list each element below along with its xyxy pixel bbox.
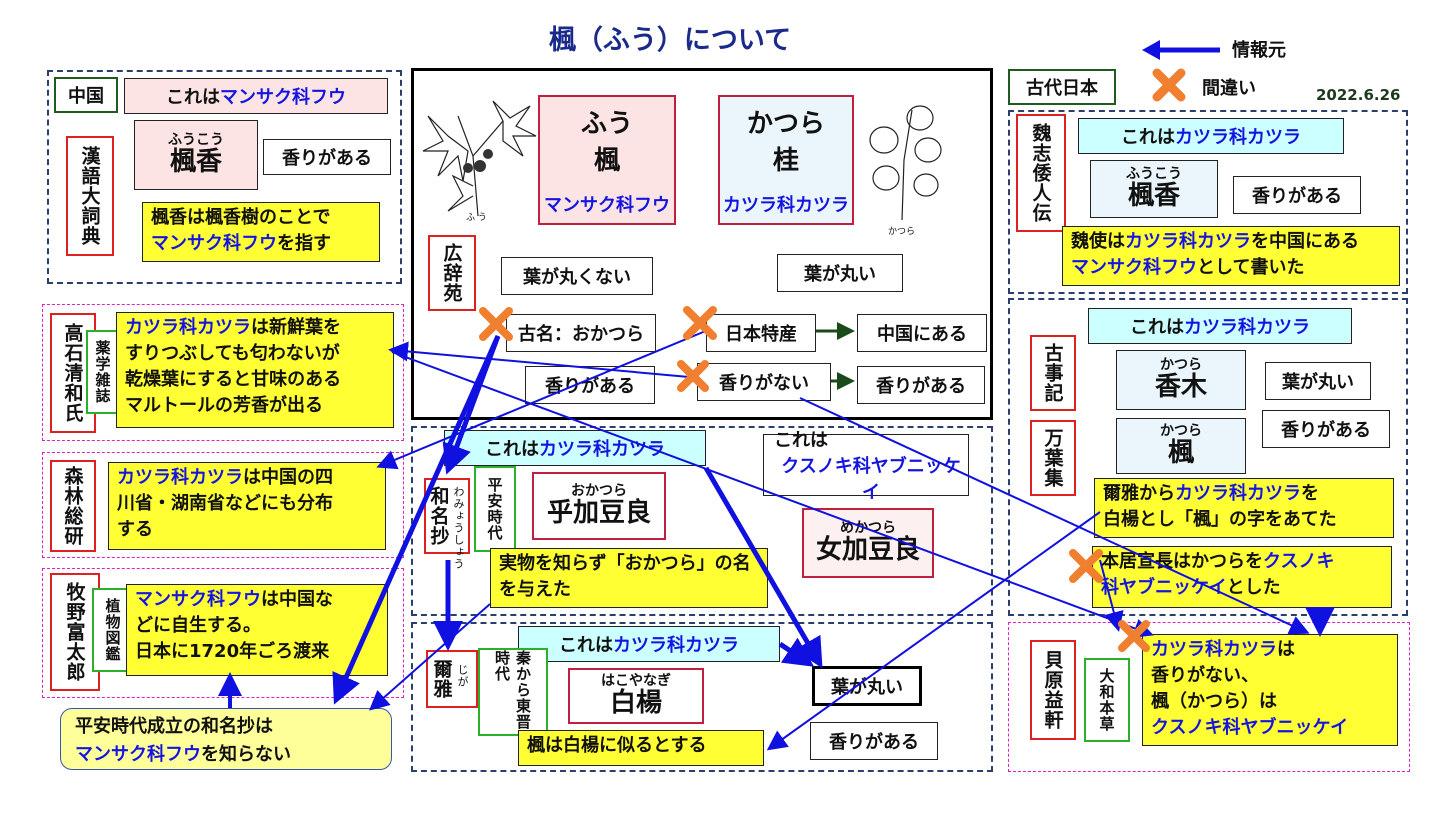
jiga-era: 秦から東晋時代 bbox=[478, 648, 548, 736]
china-tag: 中国 bbox=[54, 77, 118, 113]
wamyo-era: 平安時代 bbox=[474, 466, 516, 552]
legend-source-label: 情報元 bbox=[1232, 40, 1286, 61]
kaibara-panel bbox=[1008, 622, 1410, 772]
makino-note: マンサク科フウは中国などに自生する。日本に1720年ごろ渡来 bbox=[126, 584, 388, 676]
china-source: 漢語大詞典 bbox=[66, 136, 114, 256]
legend-arrow-icon bbox=[1142, 40, 1220, 60]
katsura-caption: かつら bbox=[888, 227, 916, 237]
katsura-plant-illustration bbox=[869, 105, 942, 221]
jiga-panel bbox=[411, 622, 993, 772]
jiga-note: 楓は白楊に似るとする bbox=[518, 730, 764, 766]
makino-person: 牧野富太郎 bbox=[50, 573, 100, 691]
katsura-family: カツラ科カツラ bbox=[723, 195, 849, 216]
legend-cross-icon bbox=[1152, 68, 1186, 102]
kojiki-kouboku: かつら香木 bbox=[1116, 350, 1246, 410]
jiga-leaf-round: 葉が丸い bbox=[812, 666, 922, 706]
kojien-old-name: 古名：おかつら bbox=[506, 314, 656, 352]
fuu-kanji: 楓 bbox=[593, 146, 620, 176]
wamyo-panel bbox=[411, 426, 993, 616]
china-term: ふうこう楓香 bbox=[134, 120, 258, 190]
kojiki-kaede: かつら楓 bbox=[1116, 418, 1246, 474]
gishi-header: これはカツラ科カツラ bbox=[1078, 118, 1344, 154]
shinrin-panel bbox=[42, 452, 404, 558]
katsura-card: かつら 桂 カツラ科カツラ bbox=[718, 95, 854, 225]
takaishi-note: カツラ科カツラは新鮮葉をすりつぶしても匂わないが乾燥葉にすると甘味のあるマルトー… bbox=[116, 312, 394, 428]
wrong-marks bbox=[479, 306, 1150, 652]
china-header: これはマンサク科フウ bbox=[124, 78, 388, 114]
gishi-term: ふうこう楓香 bbox=[1090, 160, 1218, 218]
kojiki-leaf-round: 葉が丸い bbox=[1265, 362, 1371, 400]
kojiki-source: 古事記 bbox=[1030, 335, 1076, 411]
arrow-takaishi-to-kaibara bbox=[391, 351, 1154, 638]
date-label: 2022.6.26 bbox=[1316, 86, 1401, 104]
kojien-not-fragrant: 香りがない bbox=[697, 363, 831, 401]
shinrin-note: カツラ科カツラは中国の四川省・湖南省などにも分布する bbox=[108, 462, 386, 550]
kojien-fragrant2: 香りがある bbox=[857, 366, 985, 404]
fuu-plant-illustration bbox=[422, 100, 537, 217]
arrow-notfragrant-to-kaibara bbox=[799, 397, 1310, 635]
kojien-panel bbox=[411, 68, 993, 420]
kaibara-person: 貝原益軒 bbox=[1030, 640, 1076, 740]
makino-panel bbox=[42, 568, 404, 698]
arrow-oldname-to-callout bbox=[332, 334, 501, 705]
kojiki-panel bbox=[1008, 298, 1408, 616]
kojien-in-china: 中国にある bbox=[857, 314, 987, 352]
cross-japannative-icon bbox=[683, 306, 717, 340]
arrow-kojiki-to-jiga bbox=[766, 511, 1101, 751]
katsura-reading: かつら bbox=[746, 109, 825, 139]
wamyo-kusu-box: これはクスノキ科ヤブニッケイ bbox=[763, 430, 969, 503]
kojien-leaf-not-round: 葉が丸くない bbox=[501, 257, 653, 295]
katsura-kanji: 桂 bbox=[772, 146, 799, 176]
gishi-note: 魏使はカツラ科カツラを中国にあるマンサク科フウとして書いた bbox=[1062, 226, 1400, 286]
fuu-family: マンサク科フウ bbox=[544, 195, 670, 216]
kojiki-note1: 爾雅からカツラ科カツラを白楊とし「楓」の字をあてた bbox=[1094, 478, 1394, 538]
china-panel bbox=[47, 70, 402, 284]
wamyo-note: 実物を知らず「おかつら」の名を与えた bbox=[490, 548, 768, 608]
china-fragrant: 香りがある bbox=[263, 139, 391, 175]
gishi-panel bbox=[1008, 110, 1408, 294]
wamyo-source-ruby: わみょうしょう bbox=[452, 486, 465, 570]
cross-notfragrant-icon bbox=[677, 360, 709, 392]
callout-note: 平安時代成立の和名抄はマンサク科フウを知らない bbox=[60, 708, 392, 770]
takaishi-panel bbox=[42, 304, 404, 441]
page-title: 楓（ふう）について bbox=[548, 25, 792, 56]
kojiki-header: これはカツラ科カツラ bbox=[1088, 308, 1352, 344]
kaibara-book: 大和本草 bbox=[1084, 658, 1130, 742]
kojien-japan-native: 日本特産 bbox=[706, 314, 816, 352]
arrow-japannative-to-shinrin bbox=[376, 329, 709, 470]
jiga-header: これはカツラ科カツラ bbox=[518, 626, 780, 662]
cross-norinaga-icon bbox=[1069, 549, 1103, 583]
arrow-jiga-to-leaf bbox=[778, 637, 815, 667]
manyo-source: 万葉集 bbox=[1030, 420, 1076, 496]
arrow-wamyo-note-to-callout bbox=[368, 603, 491, 711]
jiga-source: 爾雅 じが bbox=[426, 650, 478, 708]
jiga-term: はこやなぎ白楊 bbox=[568, 668, 704, 724]
arrow-notfragrant-to-takaishi bbox=[388, 341, 701, 379]
kojiki-fragrant: 香りがある bbox=[1262, 410, 1390, 448]
kojien-leaf-round: 葉が丸い bbox=[777, 254, 903, 292]
kaibara-note: カツラ科カツラは香りがない、楓（かつら）はクスノキ科ヤブニッケイ bbox=[1142, 634, 1398, 746]
wamyo-header: これはカツラ科カツラ bbox=[444, 430, 706, 466]
gishi-source: 魏志倭人伝 bbox=[1016, 114, 1066, 232]
fuu-reading: ふう bbox=[580, 109, 633, 139]
ancient-japan-tag: 古代日本 bbox=[1008, 69, 1116, 105]
cross-oldname-icon bbox=[479, 307, 513, 341]
gishi-fragrant: 香りがある bbox=[1233, 176, 1361, 214]
fuu-card: ふう 楓 マンサク科フウ bbox=[538, 95, 676, 225]
wamyo-term: おかつら乎加豆良 bbox=[532, 472, 666, 540]
cross-kaibara-icon bbox=[1118, 620, 1150, 652]
china-note: 楓香は楓香樹のことでマンサク科フウを指す bbox=[142, 202, 380, 262]
arrow-wamyo-header-to-leaf bbox=[703, 466, 823, 669]
legend-wrong-label: 間違い bbox=[1202, 78, 1256, 99]
shinrin-person: 森林総研 bbox=[50, 460, 96, 552]
arrow-kojiki-note-to-kaibara bbox=[1099, 559, 1124, 632]
jiga-fragrant: 香りがある bbox=[810, 722, 938, 760]
kojien-source: 広辞苑 bbox=[428, 235, 476, 311]
fuu-caption: ふ う bbox=[466, 213, 487, 223]
